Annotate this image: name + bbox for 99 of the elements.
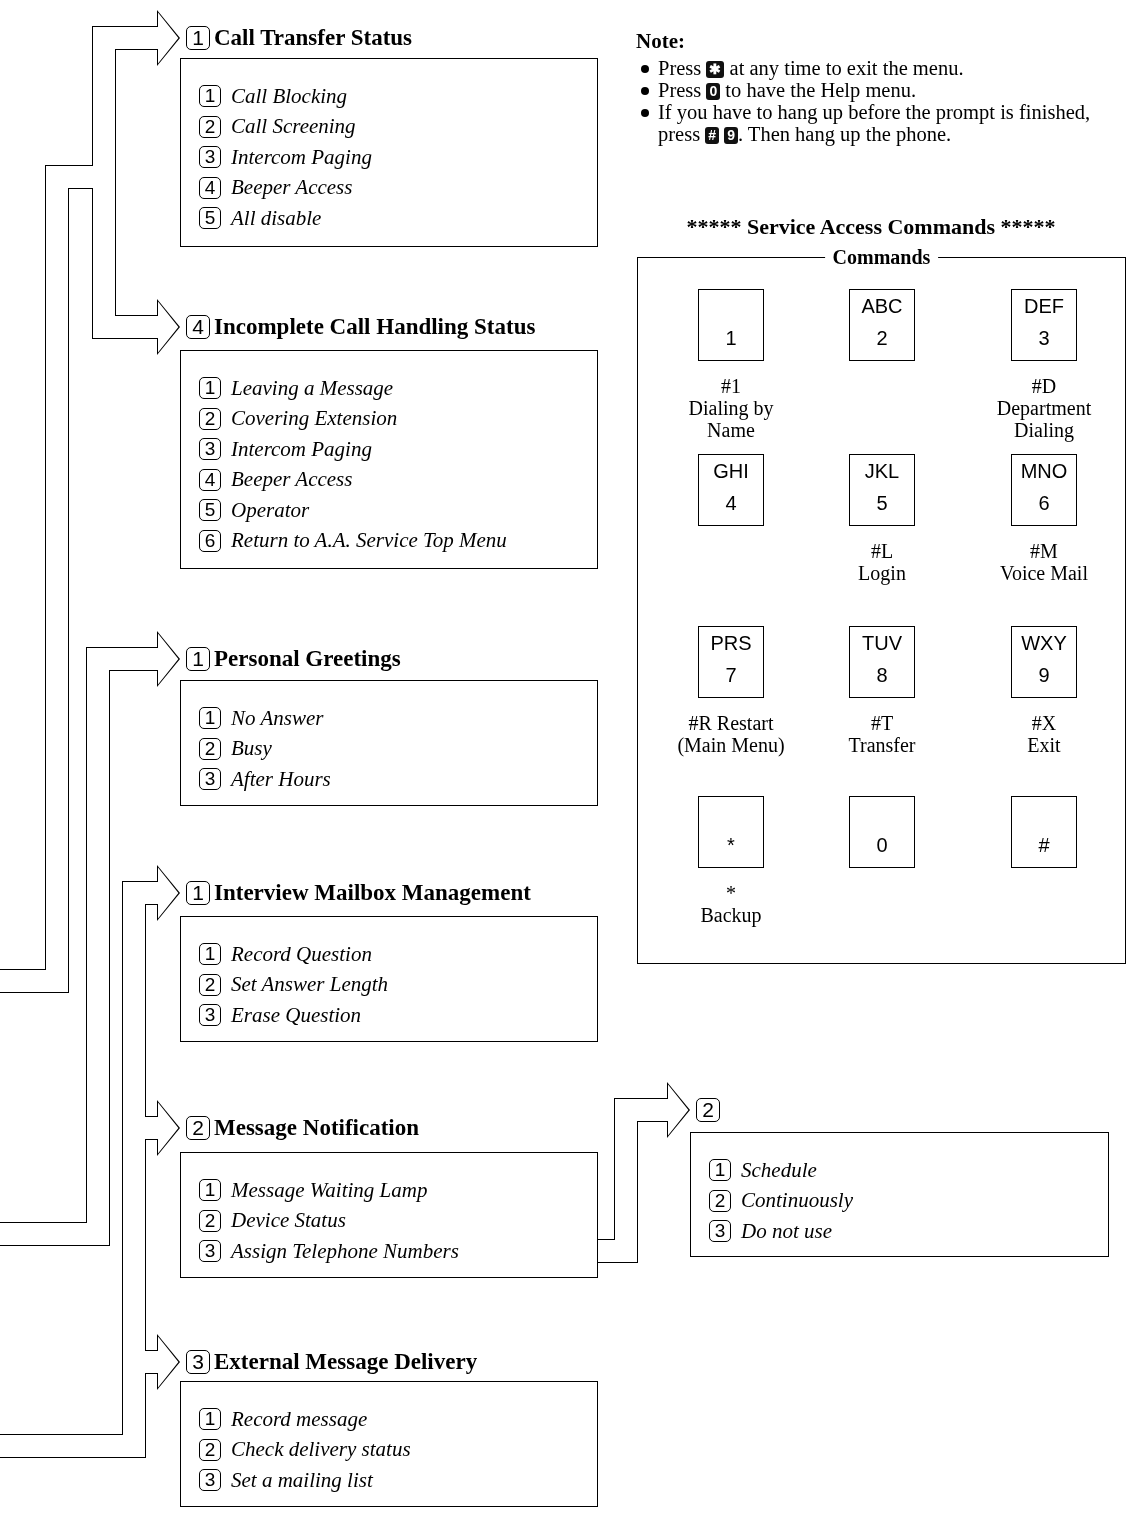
menu-option: Beeper Access — [231, 175, 353, 201]
note-text: Press 0 to have the Help menu. — [658, 79, 918, 101]
key-label: 5 — [199, 207, 221, 230]
key-caption: Department Dialing — [995, 397, 1093, 441]
key-caption: Transfer — [847, 734, 917, 756]
menu-option: Intercom Paging — [231, 144, 372, 170]
keypad-key: MNO 6 — [1011, 454, 1077, 526]
key-label: 2 — [199, 973, 221, 996]
menu-heading: Incomplete Call Handling Status — [214, 314, 536, 340]
keypad-key: DEF 3 — [1011, 289, 1077, 361]
key-label: 1 — [186, 881, 210, 905]
key-label: 2 — [199, 737, 221, 760]
key-label: 2 — [199, 1438, 221, 1461]
key-caption: #X — [1030, 712, 1058, 734]
note-text: If you have to hang up before the prompt is finished, press # 9. Then hang up the phone. — [658, 101, 1092, 145]
menu-heading: Message Notification — [214, 1115, 420, 1141]
key-caption: Backup — [699, 904, 763, 926]
key-label: 2 — [199, 407, 221, 430]
menu-option: Beeper Access — [231, 467, 353, 493]
key-label: 2 — [696, 1098, 720, 1122]
key-label: 1 — [199, 85, 221, 108]
key-label: 1 — [709, 1159, 731, 1182]
keypad-key: 0 — [849, 796, 915, 868]
menu-heading: Interview Mailbox Management — [214, 880, 531, 906]
note-heading: Note: — [636, 30, 685, 52]
key-caption: #D — [1030, 375, 1058, 397]
note-text: Press ✱ at any time to exit the menu. — [658, 57, 965, 79]
menu-option: Covering Extension — [231, 406, 398, 432]
keypad-key: * — [698, 796, 764, 868]
menu-option: Erase Question — [231, 1002, 362, 1028]
key-label: 1 — [199, 377, 221, 400]
section-title: ***** Service Access Commands ***** — [685, 214, 1057, 240]
menu-option: Set Answer Length — [231, 972, 389, 998]
key-label: 1 — [186, 647, 210, 671]
menu-option: Device Status — [231, 1208, 346, 1234]
menu-option: Call Blocking — [231, 83, 348, 109]
menu-heading: External Message Delivery — [214, 1349, 478, 1375]
keypad-key: TUV 8 — [849, 626, 915, 698]
key-label: 2 — [199, 1209, 221, 1232]
hollow-arrow — [598, 1082, 690, 1263]
key-caption: #M — [1029, 540, 1059, 562]
keypad-key: 1 — [698, 289, 764, 361]
keypad-key: JKL 5 — [849, 454, 915, 526]
menu-option: Call Screening — [231, 114, 356, 140]
menu-option: No Answer — [231, 705, 324, 731]
menu-option: Record message — [231, 1406, 368, 1432]
key-label: 3 — [186, 1350, 210, 1374]
menu-option: Intercom Paging — [231, 436, 372, 462]
hollow-arrow — [0, 631, 180, 1246]
key-caption: Exit — [1026, 734, 1062, 756]
key-label: 4 — [186, 315, 210, 339]
menu-option: Leaving a Message — [231, 375, 394, 401]
key-caption: * — [725, 882, 737, 904]
menu-option: Busy — [231, 736, 272, 762]
keypad-key: # — [1011, 796, 1077, 868]
key-label: 2 — [199, 115, 221, 138]
menu-option: Continuously — [741, 1188, 853, 1214]
menu-option: Set a mailing list — [231, 1467, 373, 1493]
key-label: 5 — [199, 499, 221, 522]
key-label: 1 — [186, 26, 210, 50]
key-label: 6 — [199, 529, 221, 552]
keypad-key: ABC 2 — [849, 289, 915, 361]
key-label: 3 — [199, 1004, 221, 1027]
key-label: 3 — [199, 1469, 221, 1492]
key-label: 4 — [199, 468, 221, 491]
key-label: 3 — [199, 1240, 221, 1263]
key-caption: #R Restart (Main Menu) — [676, 712, 786, 756]
key-label: 3 — [199, 438, 221, 461]
key-caption: Dialing by Name — [687, 397, 775, 441]
key-caption: #1 — [720, 375, 742, 397]
key-caption: Login — [857, 562, 907, 584]
menu-option: Operator — [231, 497, 310, 523]
key-label: 1 — [199, 707, 221, 730]
key-label: 3 — [199, 146, 221, 169]
menu-option: Do not use — [741, 1218, 832, 1244]
key-label: 2 — [186, 1116, 210, 1140]
keypad-key: GHI 4 — [698, 454, 764, 526]
menu-option: Return to A.A. Service Top Menu — [231, 528, 507, 554]
key-label: 2 — [709, 1189, 731, 1212]
key-label: 1 — [199, 1408, 221, 1431]
menu-option: Assign Telephone Numbers — [231, 1238, 459, 1264]
menu-heading: Call Transfer Status — [214, 25, 413, 51]
menu-heading: Personal Greetings — [214, 646, 401, 672]
key-caption: Voice Mail — [999, 562, 1089, 584]
menu-option: Record Question — [231, 941, 372, 967]
key-label: 4 — [199, 176, 221, 199]
key-label: 3 — [709, 1220, 731, 1243]
key-caption: #L — [869, 540, 895, 562]
key-caption: #T — [869, 712, 895, 734]
menu-option: All disable — [231, 205, 322, 231]
key-label: 1 — [199, 943, 221, 966]
menu-option: Message Waiting Lamp — [231, 1177, 428, 1203]
key-label: 3 — [199, 768, 221, 791]
keypad-key: WXY 9 — [1011, 626, 1077, 698]
menu-option: Schedule — [741, 1157, 817, 1183]
key-label: 1 — [199, 1179, 221, 1202]
menu-option: After Hours — [231, 766, 331, 792]
keypad-key: PRS 7 — [698, 626, 764, 698]
menu-option: Check delivery status — [231, 1437, 411, 1463]
